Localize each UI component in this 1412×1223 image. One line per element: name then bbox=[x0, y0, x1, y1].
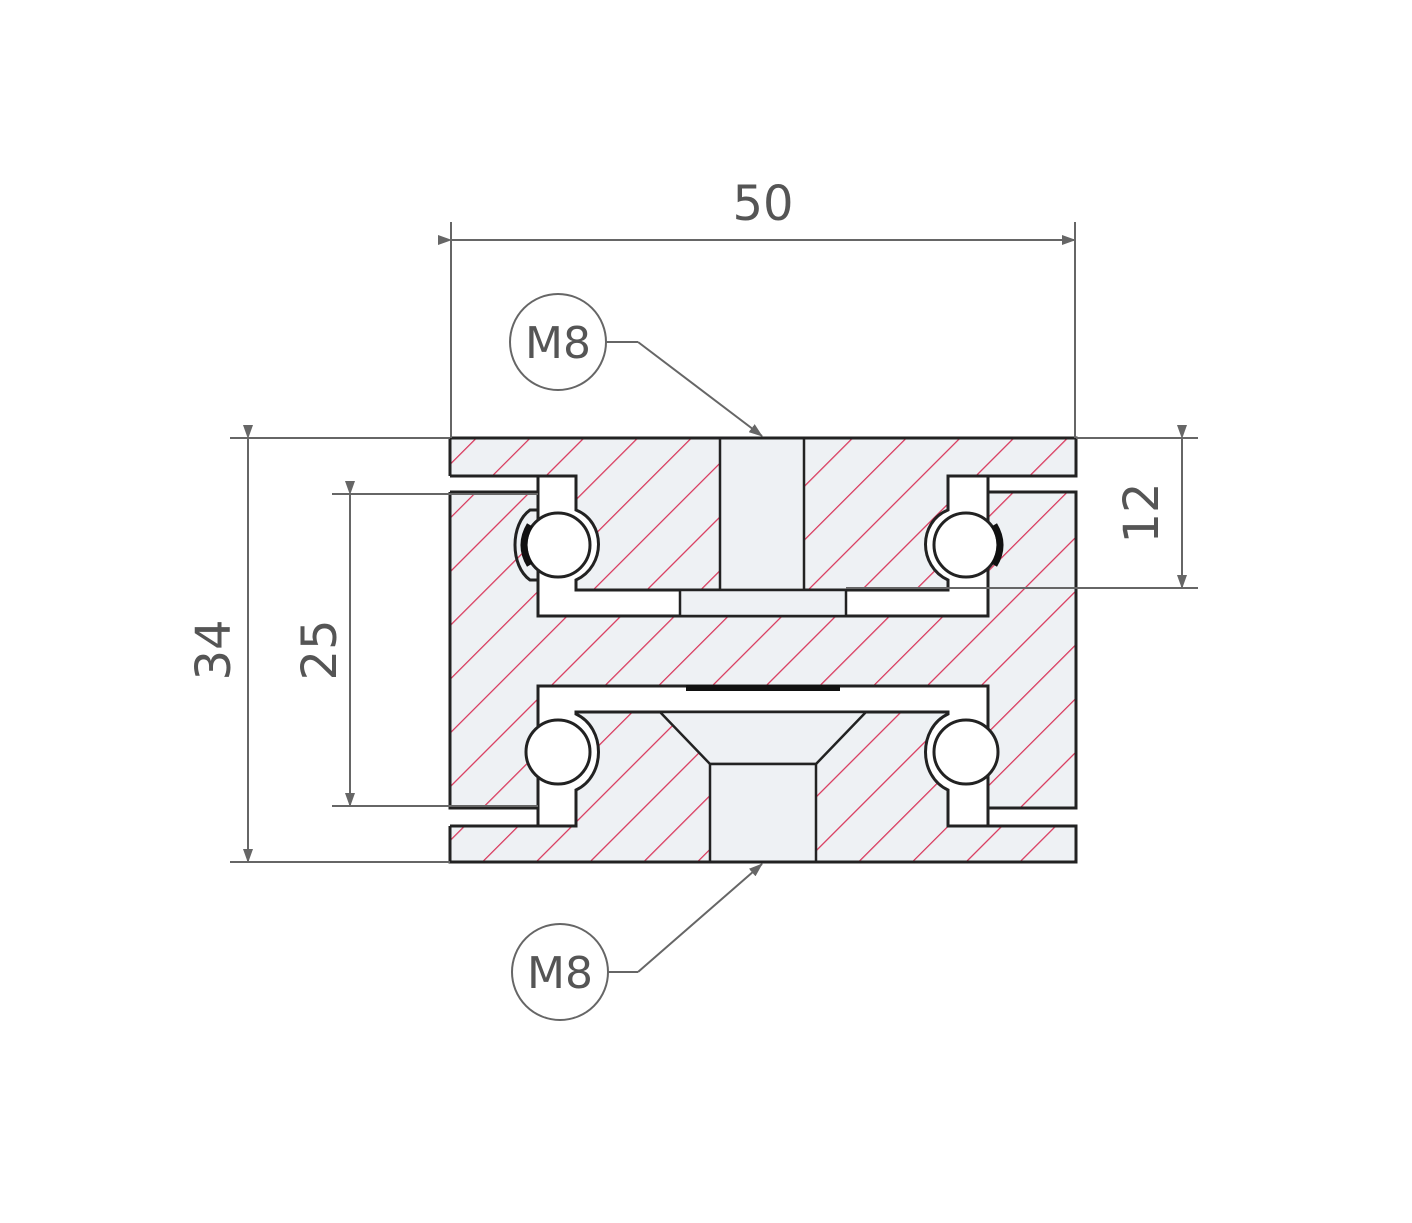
dimension-top-height: 12 bbox=[846, 425, 1198, 589]
upper-slot bbox=[536, 474, 990, 618]
callout-top-thread: M8 bbox=[509, 293, 763, 437]
dimension-inner-height: 25 bbox=[292, 481, 538, 807]
callout-top-thread-label: M8 bbox=[525, 318, 591, 369]
top-thread-hole bbox=[718, 436, 806, 592]
ball-bottom-left bbox=[524, 718, 592, 786]
section-body bbox=[448, 436, 1078, 864]
dimension-total-height-label: 34 bbox=[186, 619, 242, 680]
dimension-inner-height-label: 25 bbox=[292, 619, 348, 680]
dimension-total-height: 34 bbox=[186, 425, 450, 863]
callout-bottom-thread-label: M8 bbox=[527, 948, 593, 999]
ball-top-left bbox=[524, 511, 592, 579]
dimension-top-height-label: 12 bbox=[1114, 482, 1170, 543]
dimension-width-label: 50 bbox=[732, 176, 793, 232]
top-nut-plate bbox=[678, 588, 848, 618]
dimension-width: 50 bbox=[438, 176, 1076, 438]
callout-bottom-thread: M8 bbox=[511, 863, 763, 1021]
bottom-thread-hole bbox=[708, 762, 818, 864]
lower-slot bbox=[536, 684, 990, 828]
ball-top-right bbox=[932, 511, 1000, 579]
ball-bottom-right bbox=[932, 718, 1000, 786]
